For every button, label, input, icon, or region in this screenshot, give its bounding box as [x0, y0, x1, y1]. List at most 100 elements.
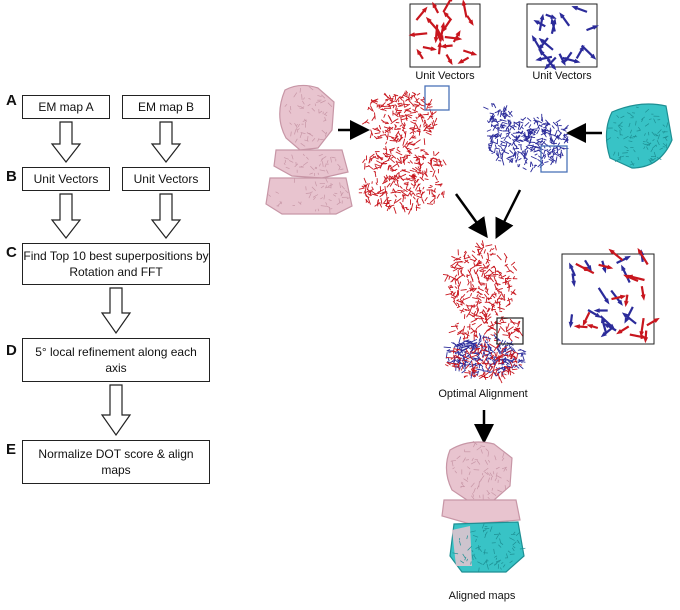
- unit-vector-b: [531, 144, 534, 150]
- aligned-texture-a: [496, 475, 502, 479]
- density-texture-a: [318, 153, 323, 157]
- density-texture-a: [322, 161, 324, 167]
- unit-vector-a: [406, 148, 412, 152]
- unit-vector-a: [405, 96, 412, 102]
- unit-vector-b: [525, 135, 532, 141]
- inset-arrow-b-head: [604, 298, 610, 305]
- alignment-vector-a: [495, 355, 500, 360]
- alignment-vector-a: [472, 284, 475, 288]
- alignment-vector-a: [450, 296, 456, 299]
- alignment-vector-a: [454, 293, 459, 299]
- unit-vector-a: [366, 188, 371, 193]
- aligned-texture-a: [473, 442, 476, 448]
- unit-vector-b: [488, 142, 492, 145]
- alignment-vector-a: [488, 372, 494, 378]
- optimal-alignment-caption: Optimal Alignment: [438, 388, 528, 400]
- unit-vector-a: [389, 139, 397, 142]
- density-texture-a: [324, 116, 326, 121]
- alignment-vector-b: [468, 356, 472, 359]
- alignment-vector-a: [509, 368, 512, 376]
- alignment-vector-a: [496, 254, 502, 261]
- unit-vector-a: [370, 158, 373, 162]
- unit-vector-b: [492, 141, 498, 145]
- density-texture-b: [629, 134, 632, 139]
- aligned-texture-a: [472, 440, 478, 445]
- unit-vector-a: [433, 151, 435, 156]
- inset-arrow-a-head: [432, 1, 438, 9]
- alignment-vector-a: [459, 309, 465, 313]
- unit-vector-b: [493, 103, 497, 109]
- density-texture-a: [323, 113, 328, 116]
- alignment-vector-a: [510, 289, 516, 296]
- unit-vector-a: [362, 158, 366, 164]
- alignment-vector-b: [488, 371, 493, 373]
- alignment-vector-a: [489, 271, 495, 276]
- unit-vector-a: [406, 188, 414, 193]
- unit-vector-a: [390, 149, 394, 152]
- density-texture-a: [320, 205, 327, 207]
- alignment-vector-b: [506, 346, 512, 351]
- density-texture-a: [346, 197, 350, 199]
- inset-arrow-b-head: [535, 56, 542, 62]
- density-texture-a: [338, 166, 341, 171]
- unit-vector-b: [522, 167, 527, 171]
- density-texture-a: [293, 92, 298, 98]
- inset-arrow-a-head: [455, 30, 461, 37]
- inset-arrow-b-head: [550, 17, 556, 25]
- step-b-letter: B: [6, 168, 17, 185]
- density-texture-b: [618, 121, 623, 126]
- alignment-vector-a: [458, 281, 462, 287]
- alignment-vector-a: [468, 305, 474, 307]
- unit-vector-a: [397, 161, 403, 165]
- aligned-texture-a: [465, 459, 470, 461]
- density-texture-b: [628, 122, 631, 128]
- aligned-texture-b: [466, 535, 468, 540]
- density-texture-a: [291, 154, 294, 160]
- density-texture-a: [327, 184, 334, 187]
- unit-vector-b: [501, 149, 506, 156]
- density-texture-b: [642, 143, 647, 146]
- unit-vector-a: [401, 122, 405, 126]
- unit-vector-a: [361, 121, 366, 125]
- alignment-vector-a: [499, 316, 504, 323]
- inset-arrow-a-head: [640, 334, 647, 340]
- density-texture-b: [651, 144, 657, 149]
- density-texture-a: [318, 163, 321, 167]
- alignment-vector-a: [504, 373, 507, 376]
- unit-vector-b: [559, 147, 562, 151]
- alignment-vector-a: [501, 373, 506, 380]
- alignment-vector-a: [444, 275, 449, 282]
- alignment-vector-b: [501, 366, 506, 369]
- density-texture-a: [326, 160, 329, 164]
- unit-vector-b: [503, 134, 508, 142]
- unit-vector-a: [395, 108, 398, 114]
- unit-vectors-b-box: Unit Vectors: [122, 167, 210, 191]
- alignment-vector-a: [487, 307, 491, 312]
- alignment-vector-a: [507, 331, 511, 338]
- inset-arrow-a-head: [653, 317, 660, 323]
- unit-vector-a: [410, 183, 414, 187]
- alignment-vector-a: [461, 300, 465, 305]
- unit-vector-a: [409, 143, 415, 146]
- alignment-vector-b: [504, 344, 509, 348]
- unit-vector-a: [361, 185, 365, 188]
- alignment-vector-a: [494, 245, 497, 251]
- unit-vector-a: [377, 191, 381, 194]
- unit-vector-a: [425, 129, 431, 133]
- unit-vector-b: [509, 127, 512, 131]
- density-texture-b: [620, 115, 625, 119]
- alignment-vector-b: [506, 362, 509, 366]
- aligned-texture-a: [463, 478, 469, 482]
- aligned-texture-a: [495, 466, 500, 470]
- alignment-vector-b: [456, 359, 463, 365]
- inset-arrow-b-head: [593, 308, 600, 313]
- unit-vector-b: [526, 117, 532, 122]
- unit-vector-b: [541, 140, 546, 146]
- unit-vector-a: [412, 91, 416, 95]
- unit-vector-a: [407, 190, 412, 197]
- inset-arrow-b: [599, 315, 614, 329]
- alignment-vector-a: [477, 276, 481, 284]
- alignment-vector-a: [508, 269, 514, 274]
